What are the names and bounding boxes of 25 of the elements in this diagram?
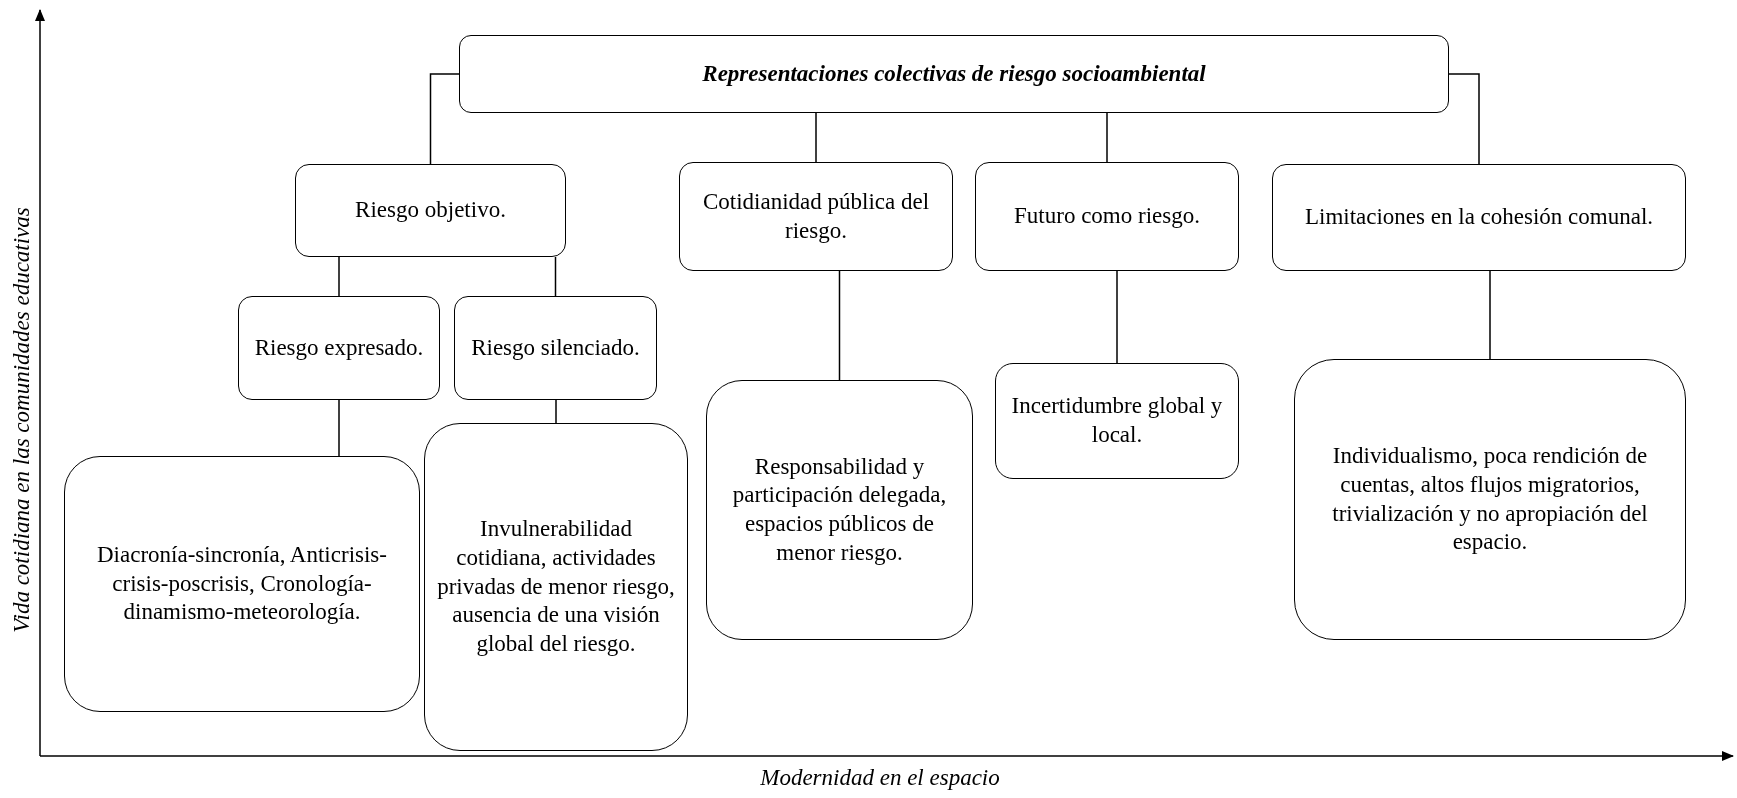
category-box: Futuro como riesgo. (975, 162, 1239, 271)
description-box: Invulnerabilidad cotidiana, actividades privadas de menor riesgo, ausencia de una visión global del riesgo. (424, 423, 688, 751)
subcategory-box: Riesgo expresado. (238, 296, 440, 400)
y-axis-title: Vida cotidiana en las comunidades educativas (9, 207, 35, 633)
connector-line (815, 112, 817, 163)
category-box: Riesgo objetivo. (295, 164, 566, 257)
description-box: Diacronía-sincronía, Anticrisis-crisis-poscrisis, Cronología-dinamismo-meteorología. (64, 456, 420, 712)
category-box: Limitaciones en la cohesión comunal. (1272, 164, 1686, 271)
x-axis-title: Modernidad en el espacio (760, 765, 1000, 791)
connector-line (338, 399, 340, 457)
category-box: Cotidianidad pública del riesgo. (679, 162, 953, 271)
connector-line (1106, 112, 1108, 163)
connector-line (1116, 270, 1118, 364)
connector-line (1489, 270, 1491, 360)
subcategory-box: Riesgo silenciado. (454, 296, 657, 400)
connector-line (554, 256, 557, 297)
connector-line (555, 399, 557, 424)
connector-line (338, 256, 340, 297)
title-box: Representaciones colectivas de riesgo socioambiental (459, 35, 1449, 113)
connector-line (429, 73, 460, 165)
connector-line (838, 270, 841, 381)
connector-line (1448, 73, 1480, 165)
description-box: Responsabilidad y participación delegada, espacios públicos de menor riesgo. (706, 380, 973, 640)
description-box: Incertidumbre global y local. (995, 363, 1239, 479)
description-box: Individualismo, poca rendición de cuentas, altos flujos migratorios, trivialización y no apropiación del espacio. (1294, 359, 1686, 640)
